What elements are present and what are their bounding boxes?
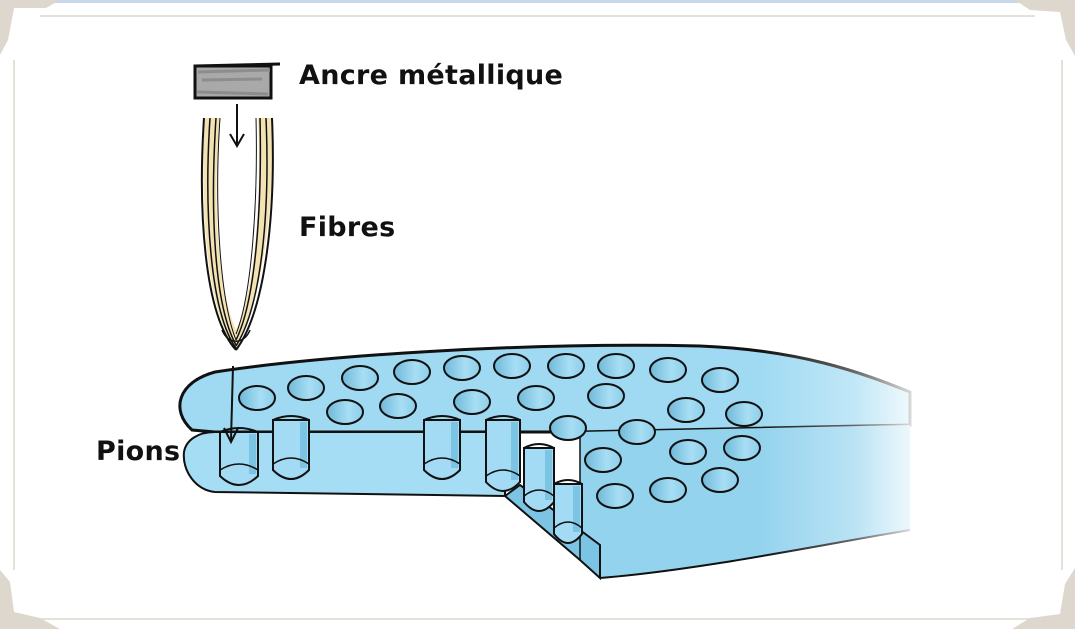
bristle-hole-icon bbox=[596, 483, 634, 509]
bristle-hole-icon bbox=[649, 357, 687, 383]
bristle-hole-icon bbox=[453, 389, 491, 415]
bristle-hole-icon bbox=[667, 397, 705, 423]
bristle-hole-icon bbox=[618, 419, 656, 445]
pins-label: Pions bbox=[96, 436, 181, 467]
pin-icon bbox=[219, 427, 259, 486]
bristle-hole-icon bbox=[393, 359, 431, 385]
bristle-hole-icon bbox=[669, 439, 707, 465]
pins bbox=[219, 415, 583, 544]
bristle-holes bbox=[238, 353, 763, 509]
bristle-hole-icon bbox=[517, 385, 555, 411]
bristle-hole-icon bbox=[549, 415, 587, 441]
bristle-hole-icon bbox=[725, 401, 763, 427]
pin-icon bbox=[553, 479, 583, 544]
bristle-hole-icon bbox=[701, 367, 739, 393]
bristle-hole-icon bbox=[379, 393, 417, 419]
pin-icon bbox=[485, 415, 521, 492]
bristle-hole-icon bbox=[649, 477, 687, 503]
fiber-tuft-icon bbox=[200, 117, 274, 351]
fibers-label: Fibres bbox=[299, 212, 396, 243]
bristle-hole-icon bbox=[587, 383, 625, 409]
pin-icon bbox=[523, 443, 555, 512]
bristle-hole-icon bbox=[584, 447, 622, 473]
pin-icon bbox=[272, 415, 310, 480]
bristle-hole-icon bbox=[326, 399, 364, 425]
bristle-hole-icon bbox=[701, 467, 739, 493]
bristle-hole-icon bbox=[493, 353, 531, 379]
bristle-hole-icon bbox=[597, 353, 635, 379]
bristle-hole-icon bbox=[287, 375, 325, 401]
bristle-hole-icon bbox=[238, 385, 276, 411]
bristle-hole-icon bbox=[341, 365, 379, 391]
bristle-hole-icon bbox=[443, 355, 481, 381]
anchor-label: Ancre métallique bbox=[299, 60, 564, 91]
bristle-hole-icon bbox=[547, 353, 585, 379]
metal-anchor-icon bbox=[193, 62, 281, 100]
toothbrush-head bbox=[178, 330, 930, 600]
arrow-down-icon bbox=[229, 104, 245, 148]
arrow-to-pin-icon bbox=[223, 365, 239, 445]
pin-icon bbox=[423, 415, 461, 480]
bristle-hole-icon bbox=[723, 435, 761, 461]
